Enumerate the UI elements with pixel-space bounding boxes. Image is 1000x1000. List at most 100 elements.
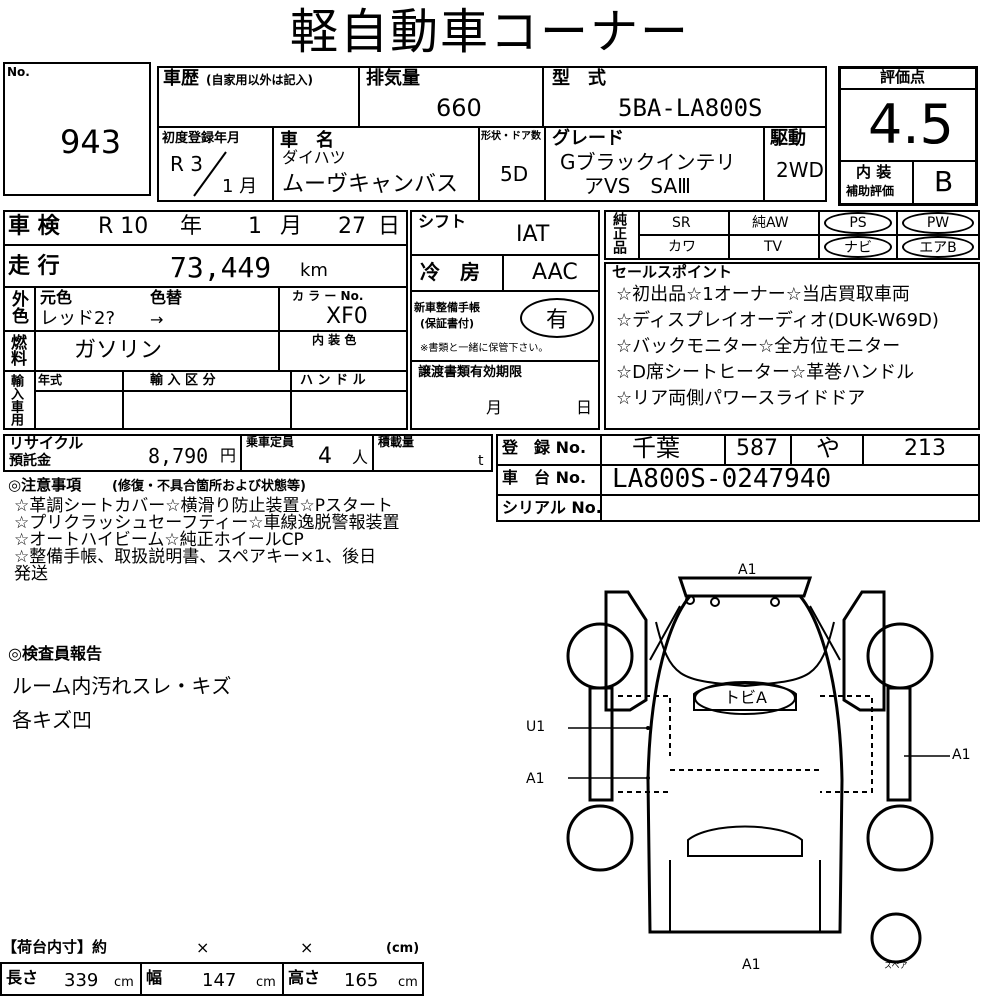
import-label: 輸入車用 <box>8 374 23 426</box>
capacity-value: 4 <box>318 444 332 469</box>
transfer-label: 譲渡書類有効期限 <box>418 365 523 380</box>
history-label: 車歴 <box>163 68 199 89</box>
mileage-label: 走 行 <box>8 254 60 279</box>
cargo-width-unit: cm <box>256 975 276 990</box>
serial-label: シリアル No. <box>502 498 602 517</box>
sales-points-label: セールスポイント <box>612 263 733 281</box>
grade-line1: Gブラックインテリ <box>560 150 736 174</box>
score-label: 評価点 <box>880 68 926 86</box>
color-orig-label: 元色 <box>40 288 73 307</box>
sales-point-line: ☆リア両側パワースライドドア <box>616 388 866 409</box>
cargo-box <box>0 962 424 996</box>
interior-label-1: 内 装 <box>856 163 892 181</box>
sales-point-line: ☆初出品☆1オーナー☆当店買取車両 <box>616 284 910 305</box>
color-value: レッド2? <box>40 308 116 329</box>
shift-label: シフト <box>418 212 467 231</box>
equipment-alloy-wheel: 純AW <box>752 215 789 231</box>
diagram-left-lower-label: A1 <box>526 771 545 787</box>
cargo-width: 147 <box>202 970 237 991</box>
equipment-tv: TV <box>764 239 783 255</box>
record-book-note: ※書類と一緒に保管下さい。 <box>420 343 549 354</box>
lot-box <box>3 62 151 196</box>
inspection-month: 1 <box>248 214 262 239</box>
registration-number: 213 <box>904 436 946 461</box>
color-change-label: 色替 <box>150 288 183 307</box>
cargo-x2: × <box>300 938 314 957</box>
notes-sub: (修復・不具合箇所および状態等) <box>112 479 306 494</box>
registration-place: 千葉 <box>632 434 680 462</box>
aircon-value: AAC <box>532 260 578 285</box>
capacity-unit: 人 <box>352 448 369 467</box>
inspector-line: ルーム内汚れスレ・キズ <box>12 674 232 698</box>
body-label: 形状・ドア数 <box>481 131 541 142</box>
record-book-value: 有 <box>520 298 594 338</box>
inspector-label: ◎検査員報告 <box>8 644 102 663</box>
load-label: 積載量 <box>378 435 415 449</box>
inspection-day-unit: 日 <box>378 214 401 239</box>
notes-line: ☆整備手帳、取扱説明書、スペアキー×1、後日 <box>14 547 377 567</box>
displacement-value: 660 <box>436 94 482 122</box>
aircon-label: 冷 房 <box>420 260 480 284</box>
diagram-right-label: A1 <box>952 747 971 763</box>
score-value: 4.5 <box>868 93 954 156</box>
cargo-length-label: 長さ <box>6 968 39 987</box>
equipment-pw: PW <box>902 212 974 234</box>
registration-class: 587 <box>736 436 778 461</box>
shift-box <box>410 210 600 430</box>
record-book-label-1: 新車整備手帳 <box>414 301 480 314</box>
inspection-grid <box>3 210 408 430</box>
sales-point-line: ☆D席シートヒーター☆革巻ハンドル <box>616 362 915 383</box>
color-side-label: 外色 <box>8 290 28 324</box>
notes-line: ☆プリクラッシュセーフティー☆車線逸脱警報装置 <box>14 513 400 533</box>
grade-label: グレード <box>552 128 624 149</box>
color-code: XF0 <box>326 304 368 329</box>
sales-point-line: ☆バックモニター☆全方位モニター <box>616 336 901 357</box>
import-year-label: 年式 <box>38 373 63 387</box>
diagram-spare-label: スペア <box>884 961 908 970</box>
transfer-day-unit: 日 <box>576 398 593 417</box>
shift-value: IAT <box>516 222 550 247</box>
inspection-year-unit: 年 <box>180 214 203 239</box>
capacity-label: 乗車定員 <box>246 435 295 449</box>
sales-points-box <box>604 262 980 430</box>
notes-line: ☆オートハイビーム☆純正ホイールCP <box>14 530 304 550</box>
first-reg-slash <box>193 151 227 197</box>
first-reg-era: R 3 <box>170 152 203 176</box>
interior-label-2: 補助評価 <box>846 184 895 198</box>
cargo-length-unit: cm <box>114 975 134 990</box>
registration-kana: や <box>816 434 840 462</box>
equipment-navi: ナビ <box>824 236 892 258</box>
equipment-airbag: エアB <box>902 236 974 258</box>
equipment-sr: SR <box>672 215 691 231</box>
recycle-label-2: 預託金 <box>9 453 51 469</box>
car-maker: ダイハツ <box>282 148 346 167</box>
equipment-label: 純正品 <box>611 212 627 254</box>
import-handle-label: ハ ン ド ル <box>300 373 366 388</box>
score-box <box>838 66 978 206</box>
cargo-x1: × <box>196 938 210 957</box>
vehicle-info-grid <box>157 66 827 202</box>
body-value: 5D <box>500 162 529 186</box>
diagram-left-upper-label: U1 <box>526 719 546 735</box>
car-name-label: 車 名 <box>280 130 334 151</box>
model-label: 型 式 <box>552 68 606 89</box>
diagram-rear-label: A1 <box>742 957 761 973</box>
notes-line: ☆革調シートカバー☆横滑り防止装置☆Pスタート <box>14 496 393 516</box>
cargo-width-label: 幅 <box>146 968 163 987</box>
inspection-label: 車 検 <box>8 214 60 239</box>
lot-label: No. <box>7 65 30 79</box>
record-book-label-2: (保証書付) <box>420 317 475 330</box>
interior-color-label: 内 装 色 <box>312 333 357 347</box>
displacement-label: 排気量 <box>366 68 420 89</box>
first-reg-month: 1 月 <box>222 176 258 197</box>
cargo-height-unit: cm <box>398 975 418 990</box>
cargo-label: 【荷台内寸】約 <box>2 938 108 956</box>
load-unit: t <box>478 453 484 469</box>
recycle-box <box>3 434 493 472</box>
registration-box <box>496 434 980 522</box>
inspection-month-unit: 月 <box>280 214 303 239</box>
cargo-length: 339 <box>64 970 99 991</box>
cargo-height: 165 <box>344 970 379 991</box>
mileage-value: 73,449 <box>170 251 272 284</box>
car-damage-diagram <box>566 576 950 964</box>
